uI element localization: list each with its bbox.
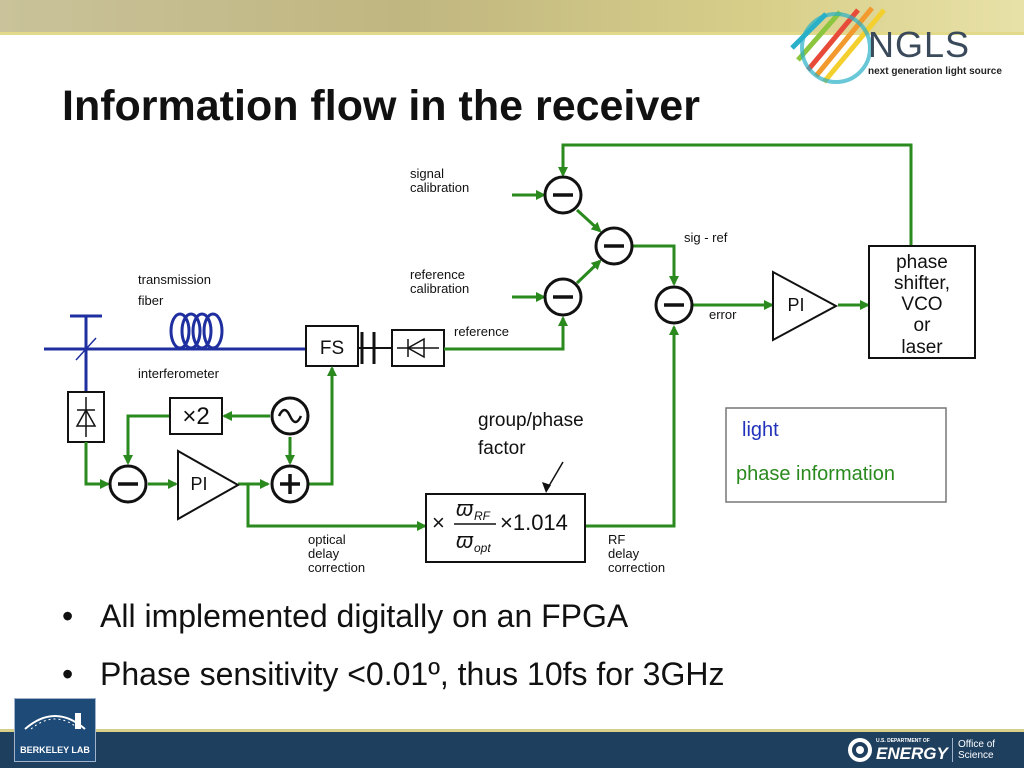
label-signal-calibration: calibration (410, 180, 469, 195)
legend-phase-information: phase information (736, 463, 895, 485)
berkeley-lab-icon (24, 713, 86, 730)
oscillator-icon (270, 396, 310, 436)
doe-department: U.S. DEPARTMENT OF (876, 738, 930, 744)
pi-top-label: PI (787, 295, 804, 315)
ngls-name: NGLS (868, 24, 971, 65)
phase-shifter-line-1: phase (896, 252, 948, 273)
legend-box (725, 407, 947, 503)
label-transmission: transmission (138, 272, 211, 287)
label-factor: factor (478, 438, 526, 459)
fs-label: FS (320, 338, 344, 359)
doe-seal-icon (848, 738, 872, 762)
bullet-item: •Phase sensitivity <0.01º, thus 10fs for… (62, 656, 725, 692)
label-optical-delay: delay (308, 546, 340, 561)
phase-info-paths (84, 143, 913, 531)
formula-times: × (432, 510, 445, 535)
fiber-connector-icon (358, 332, 392, 364)
pi-controller-bottom (177, 449, 241, 521)
phase-shifter-line-3: VCO (901, 294, 942, 315)
label-optical: optical (308, 532, 346, 547)
phase-shifter-line-5: laser (901, 337, 943, 358)
photodiode-left-icon (67, 391, 105, 443)
bullet-text: Phase sensitivity <0.01º, thus 10fs for … (100, 656, 725, 692)
label-rf: RF (608, 532, 625, 547)
formula-denominator: ϖ (456, 528, 474, 553)
formula-factor: ×1.014 (500, 510, 568, 535)
phase-shifter-box (868, 245, 976, 359)
subtract-error-icon (654, 285, 694, 325)
slide-title: Information flow in the receiver (62, 82, 700, 130)
label-interferometer: interferometer (138, 366, 220, 381)
subtract-signal-icon (543, 175, 583, 215)
receiver-diagram: FS (44, 143, 976, 575)
doe-energy: ENERGY (876, 744, 948, 763)
pi-controller-top (772, 270, 839, 342)
label-group-phase: group/phase (478, 410, 584, 431)
subtract-interferometer-icon (108, 464, 148, 504)
label-optical-correction: correction (308, 560, 365, 575)
light-path (44, 312, 306, 392)
bullet-list: •All implemented digitally on an FPGA •P… (62, 598, 724, 714)
label-signal: signal (410, 166, 444, 181)
berkeley-lab-logo: BERKELEY LAB (14, 698, 96, 762)
photodiode-right-icon (391, 329, 445, 367)
doe-office: Office of Science (958, 739, 996, 761)
label-reference-calibration: calibration (410, 281, 469, 296)
multiplier-label: ×2 (182, 403, 209, 430)
ngls-logo-icon (790, 6, 886, 84)
formula-box (425, 493, 586, 563)
berkeley-lab-text: BERKELEY LAB (20, 745, 90, 755)
label-error: error (709, 307, 737, 322)
formula-numerator-sub: RF (474, 509, 491, 523)
subtract-sig-ref-icon (594, 226, 634, 266)
phase-shifter-line-2: shifter, (894, 273, 950, 294)
label-reference-signal: reference (454, 324, 509, 339)
ngls-tagline: next generation light source (868, 66, 1002, 77)
bullet-text: All implemented digitally on an FPGA (100, 598, 629, 634)
label-rf-delay: delay (608, 546, 640, 561)
bullet-item: •All implemented digitally on an FPGA (62, 598, 629, 634)
pi-bottom-label: PI (190, 474, 207, 494)
multiplier-box (169, 397, 223, 435)
top-banner-line (0, 32, 1024, 35)
fiber-coil-icon (169, 312, 224, 350)
add-icon (270, 464, 310, 504)
label-sig-ref: sig - ref (684, 230, 728, 245)
footer-line (0, 729, 1024, 732)
formula-denominator-sub: opt (474, 541, 491, 555)
phase-shifter-line-4: or (914, 315, 932, 336)
label-reference: reference (410, 267, 465, 282)
doe-separator (952, 738, 953, 762)
formula-numerator: ϖ (456, 496, 474, 521)
label-rf-correction: correction (608, 560, 665, 575)
legend-light: light (742, 419, 779, 441)
label-fiber: fiber (138, 293, 164, 308)
subtract-reference-icon (543, 277, 583, 317)
